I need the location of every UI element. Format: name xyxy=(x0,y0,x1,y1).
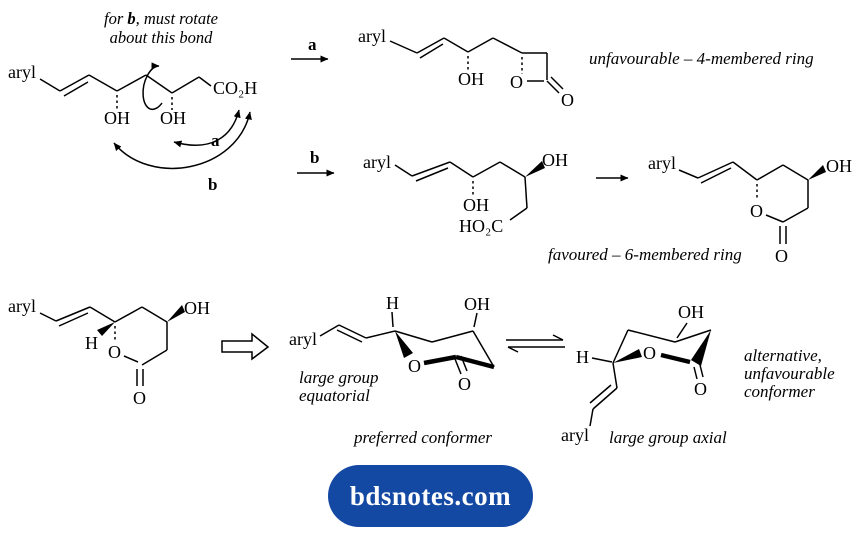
h-label: H xyxy=(85,333,98,353)
aryl-label: aryl xyxy=(8,62,36,82)
reaction-b-label: b xyxy=(310,148,320,167)
caption-alternative: alternative, unfavourable conformer xyxy=(744,346,835,401)
aryl-label: aryl xyxy=(363,152,391,172)
aryl-label: aryl xyxy=(648,153,676,173)
curved-arrow-b-label: b xyxy=(208,175,218,194)
curved-arrow-b xyxy=(113,111,252,170)
carbonyl-bond xyxy=(454,358,462,375)
h-label: H xyxy=(386,293,399,313)
wedge-bond-H xyxy=(97,322,115,336)
oh-label: OH xyxy=(184,298,210,318)
oh-label: OH xyxy=(458,69,484,89)
caption-preferred: preferred conformer xyxy=(354,428,493,447)
carbonyl-o-label: O xyxy=(133,388,146,408)
ring-o-label: O xyxy=(750,201,763,221)
aryl-label: aryl xyxy=(289,329,317,349)
ring-o-label: O xyxy=(108,342,121,362)
structure-chair-equatorial xyxy=(319,311,495,375)
note-line1: for b, must rotate xyxy=(104,9,218,28)
carbonyl-o-label: O xyxy=(458,374,471,394)
aryl-label: aryl xyxy=(8,296,36,316)
oh-label: OH xyxy=(678,302,704,322)
wedge-bond xyxy=(525,161,545,177)
wedge-bond xyxy=(808,165,826,180)
structure-starting-diol-acid xyxy=(39,62,252,170)
structure-beta-lactone xyxy=(389,37,564,94)
caption-unfavourable: unfavourable – 4-membered ring xyxy=(589,49,814,68)
oh-label: OH xyxy=(542,150,568,170)
note-line2: about this bond xyxy=(109,28,213,47)
open-arrow xyxy=(221,332,270,361)
caption-large-equatorial: large group equatorial xyxy=(299,368,379,405)
oh-label: OH xyxy=(826,156,852,176)
structure-lactone-flat xyxy=(39,305,185,386)
bond-rotation-ellipse-arrow xyxy=(142,62,163,111)
wedge-bond xyxy=(167,305,185,322)
oh-label: OH xyxy=(104,108,130,128)
aryl-label: aryl xyxy=(358,26,386,46)
h-label: H xyxy=(576,347,589,367)
oh-label: OH xyxy=(463,195,489,215)
caption-favoured: favoured – 6-membered ring xyxy=(548,245,742,264)
carbonyl-o-label: O xyxy=(694,379,707,399)
oh-label: OH xyxy=(464,294,490,314)
ho2c-label: HO₂C xyxy=(459,216,504,236)
watermark-pill[interactable]: bdsnotes.com xyxy=(328,465,533,527)
structure-delta-lactone xyxy=(678,161,826,244)
reaction-a-label: a xyxy=(308,35,317,54)
ring-o-label: O xyxy=(510,72,523,92)
co2h-label: CO₂H xyxy=(213,78,258,98)
aryl-label: aryl xyxy=(561,425,589,445)
structure-seco-acid xyxy=(394,161,545,221)
bold-bond xyxy=(423,354,457,366)
ring-o-label: O xyxy=(408,356,421,376)
oh-label: OH xyxy=(160,108,186,128)
carbonyl-o-label: O xyxy=(775,246,788,266)
carbonyl-bond xyxy=(693,366,698,380)
caption-large-axial: large group axial xyxy=(609,428,727,447)
equilibrium-arrows xyxy=(506,334,565,353)
bold-bond xyxy=(660,352,691,365)
curved-arrow-a-label: a xyxy=(211,131,220,150)
wedge-bond xyxy=(613,349,642,363)
structure-chair-axial xyxy=(589,322,712,427)
wedge-bond xyxy=(691,330,711,366)
wedge-bond xyxy=(395,331,413,358)
carbonyl-o-label: O xyxy=(561,90,574,110)
rotation-note: for b, must rotate about this bond xyxy=(104,9,218,47)
watermark-text: bdsnotes.com xyxy=(349,480,512,511)
carbonyl-bond xyxy=(546,80,560,94)
ring-o-label: O xyxy=(643,343,656,363)
